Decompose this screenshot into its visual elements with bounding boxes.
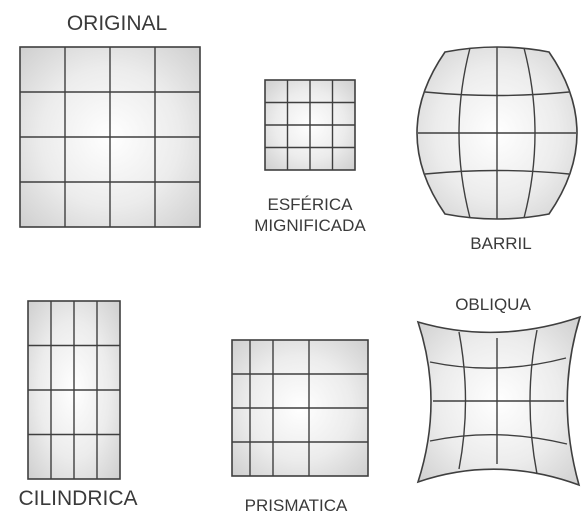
label-prismatica: PRISMATICA (245, 496, 348, 515)
spherical-magnified-grid (264, 79, 356, 171)
label-barril: BARRIL (470, 234, 531, 253)
label-esferica: ESFÉRICA (267, 195, 353, 214)
oblique-grid (416, 315, 582, 487)
label-obliqua: OBLIQUA (455, 295, 531, 314)
cylindrical-grid (27, 300, 121, 480)
label-original: ORIGINAL (67, 12, 167, 35)
label-cilindrica: CILINDRICA (18, 487, 137, 510)
original-grid (19, 46, 201, 228)
prismatic-grid (231, 339, 369, 477)
label-mignificada: MIGNIFICADA (254, 216, 366, 235)
barrel-grid (416, 46, 578, 220)
